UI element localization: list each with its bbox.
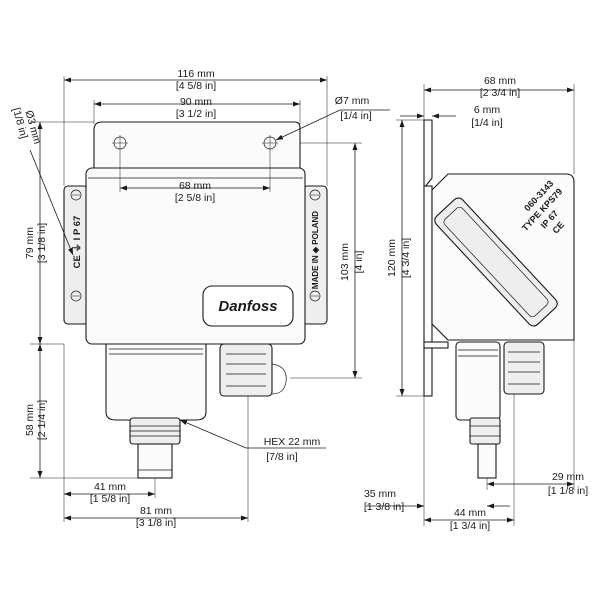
dim-35-in: [1 3/8 in]: [364, 501, 404, 513]
dim-hex-mm: HEX 22 mm: [264, 436, 321, 448]
dim-79-in: [3 1/8 in]: [36, 223, 48, 263]
logo-text: Danfoss: [218, 298, 277, 315]
dim-103-mm: 103 mm: [339, 243, 351, 281]
dim-hole-7-in: [1/4 in]: [340, 110, 372, 122]
dim-41-in: [1 5/8 in]: [90, 493, 130, 505]
dim-116-in: [4 5/8 in]: [176, 80, 216, 92]
dim-6-mm: 6 mm: [474, 104, 501, 116]
dim-120-in: [4 3/4 in]: [400, 238, 412, 278]
dim-81-mm: 81 mm: [140, 505, 172, 517]
cable-gland: [219, 343, 273, 397]
dim-90-mm: 90 mm: [180, 96, 212, 108]
side-dimensions: 68 mm [2 3/4 in] 6 mm [1/4 in] 120 mm [4…: [364, 75, 588, 532]
mounting-bracket: [93, 121, 301, 176]
side-window: [434, 197, 558, 327]
dim-103-in: [4 in]: [353, 251, 365, 274]
side-view: TYPE KPS79 060-3143 IP 67 CE: [423, 119, 575, 479]
side-connection: [477, 443, 497, 479]
dim-79-mm: 79 mm: [24, 227, 36, 259]
pressure-element: [105, 343, 207, 421]
dim-hex-in: [7/8 in]: [266, 451, 298, 463]
front-view: Danfoss CE ⏚ I P 67 MADE IN ◆ POLAND: [63, 121, 328, 479]
dim-68-front-in: [2 5/8 in]: [175, 192, 215, 204]
dim-35-mm: 35 mm: [364, 488, 396, 500]
dim-29-in: [1 1/8 in]: [548, 485, 588, 497]
right-side-marking: MADE IN ◆ POLAND: [311, 211, 320, 289]
dim-44-in: [1 3/4 in]: [450, 520, 490, 532]
dim-68-side-in: [2 3/4 in]: [480, 87, 520, 99]
side-cable-gland: [503, 341, 545, 395]
dim-58-in: [2 1/4 in]: [36, 400, 48, 440]
dim-hole-7-mm: Ø7 mm: [335, 95, 370, 107]
dim-90-in: [3 1/2 in]: [176, 108, 216, 120]
dim-68-side-mm: 68 mm: [484, 75, 516, 87]
logo-badge: [202, 285, 294, 327]
dim-120-mm: 120 mm: [386, 239, 398, 277]
side-hex-nut: [469, 417, 501, 445]
dim-41-mm: 41 mm: [94, 481, 126, 493]
dim-29-mm: 29 mm: [552, 471, 584, 483]
dim-44-mm: 44 mm: [454, 507, 486, 519]
dim-6-in: [1/4 in]: [471, 117, 503, 129]
dim-81-in: [3 1/8 in]: [136, 517, 176, 529]
side-bracket: [423, 119, 433, 190]
pressure-connection: [137, 443, 173, 479]
dim-58-mm: 58 mm: [24, 404, 36, 436]
dim-68-front-mm: 68 mm: [179, 180, 211, 192]
dim-116-mm: 116 mm: [177, 68, 214, 80]
side-pressure-element: [455, 341, 501, 421]
left-side-marking: CE ⏚ I P 67: [72, 216, 83, 269]
